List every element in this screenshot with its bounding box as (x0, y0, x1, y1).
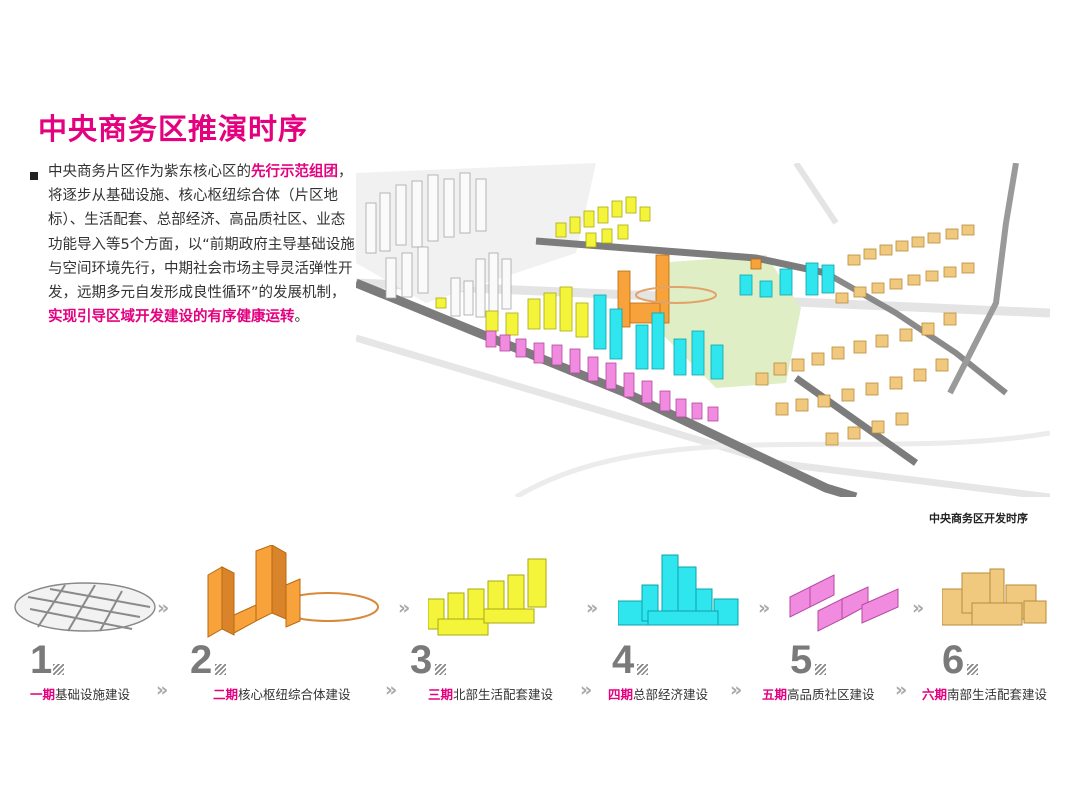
phase-desc: 北部生活配套建设 (453, 687, 554, 702)
description-highlight-1: 先行示范组团 (251, 164, 338, 180)
phase-6-icon (942, 545, 1052, 645)
phase-name: 一期 (30, 687, 56, 702)
chevron-right-icon: » (385, 679, 397, 701)
chevron-right-icon: » (730, 679, 742, 701)
hatch-icon (637, 664, 648, 675)
phase-label-5: 五期高品质社区建设 (762, 684, 875, 703)
phase-4-icon (618, 545, 748, 645)
phase-desc: 基础设施建设 (55, 687, 131, 702)
hatch-icon (967, 664, 978, 675)
bullet-square-icon (30, 172, 38, 180)
phase-number-1: 1 (30, 638, 53, 682)
chevron-right-icon: » (586, 597, 598, 619)
phase-label-1: 一期基础设施建设 (30, 684, 130, 703)
phase-label-2: 二期核心枢纽综合体建设 (213, 684, 351, 703)
phase-5-icon (788, 545, 903, 645)
phase-number-5: 5 (790, 638, 813, 682)
chevron-right-icon: » (157, 597, 169, 619)
phase-number-3: 3 (410, 638, 433, 682)
description-paragraph: 中央商务片区作为紫东核心区的先行示范组团，将逐步从基础设施、核心枢纽综合体（片区… (48, 160, 358, 329)
hatch-icon (815, 664, 826, 675)
phase-name: 二期 (213, 687, 239, 702)
description-text-3: 。 (294, 309, 310, 326)
chevron-right-icon: » (912, 597, 924, 619)
phase-desc: 核心枢纽综合体建设 (238, 687, 351, 702)
phase-3-icon (428, 545, 558, 645)
phase-name: 四期 (608, 687, 634, 702)
phase-label-3: 三期北部生活配套建设 (428, 684, 553, 703)
description-text-2: ，将逐步从基础设施、核心枢纽综合体（片区地标）、生活配套、总部经济、高品质社区、… (48, 164, 355, 302)
phase-desc: 总部经济建设 (633, 687, 709, 702)
phase-1-icon (10, 545, 160, 645)
phase-desc: 南部生活配套建设 (947, 687, 1048, 702)
district-axonometric-map (356, 163, 1050, 497)
chevron-right-icon: » (758, 597, 770, 619)
hatch-icon (435, 664, 446, 675)
chevron-right-icon: » (580, 679, 592, 701)
page-title: 中央商务区推演时序 (38, 112, 309, 146)
chevron-right-icon: » (895, 679, 907, 701)
phase-number-2: 2 (190, 638, 213, 682)
phase-name: 五期 (762, 687, 788, 702)
description-text-1: 中央商务片区作为紫东核心区的 (48, 164, 251, 180)
phase-label-6: 六期南部生活配套建设 (922, 684, 1047, 703)
phase-label-4: 四期总部经济建设 (608, 684, 708, 703)
phase-number-4: 4 (612, 638, 635, 682)
description-highlight-2: 实现引导区域开发建设的有序健康运转 (48, 309, 295, 326)
phase-name: 三期 (428, 687, 454, 702)
map-caption: 中央商务区开发时序 (929, 512, 1028, 525)
phase-2-icon (200, 545, 390, 645)
phase-name: 六期 (922, 687, 948, 702)
phase-desc: 高品质社区建设 (787, 687, 875, 702)
chevron-right-icon: » (156, 679, 168, 701)
phase-number-6: 6 (942, 638, 965, 682)
hatch-icon (53, 664, 64, 675)
chevron-right-icon: » (398, 597, 410, 619)
hatch-icon (215, 664, 226, 675)
